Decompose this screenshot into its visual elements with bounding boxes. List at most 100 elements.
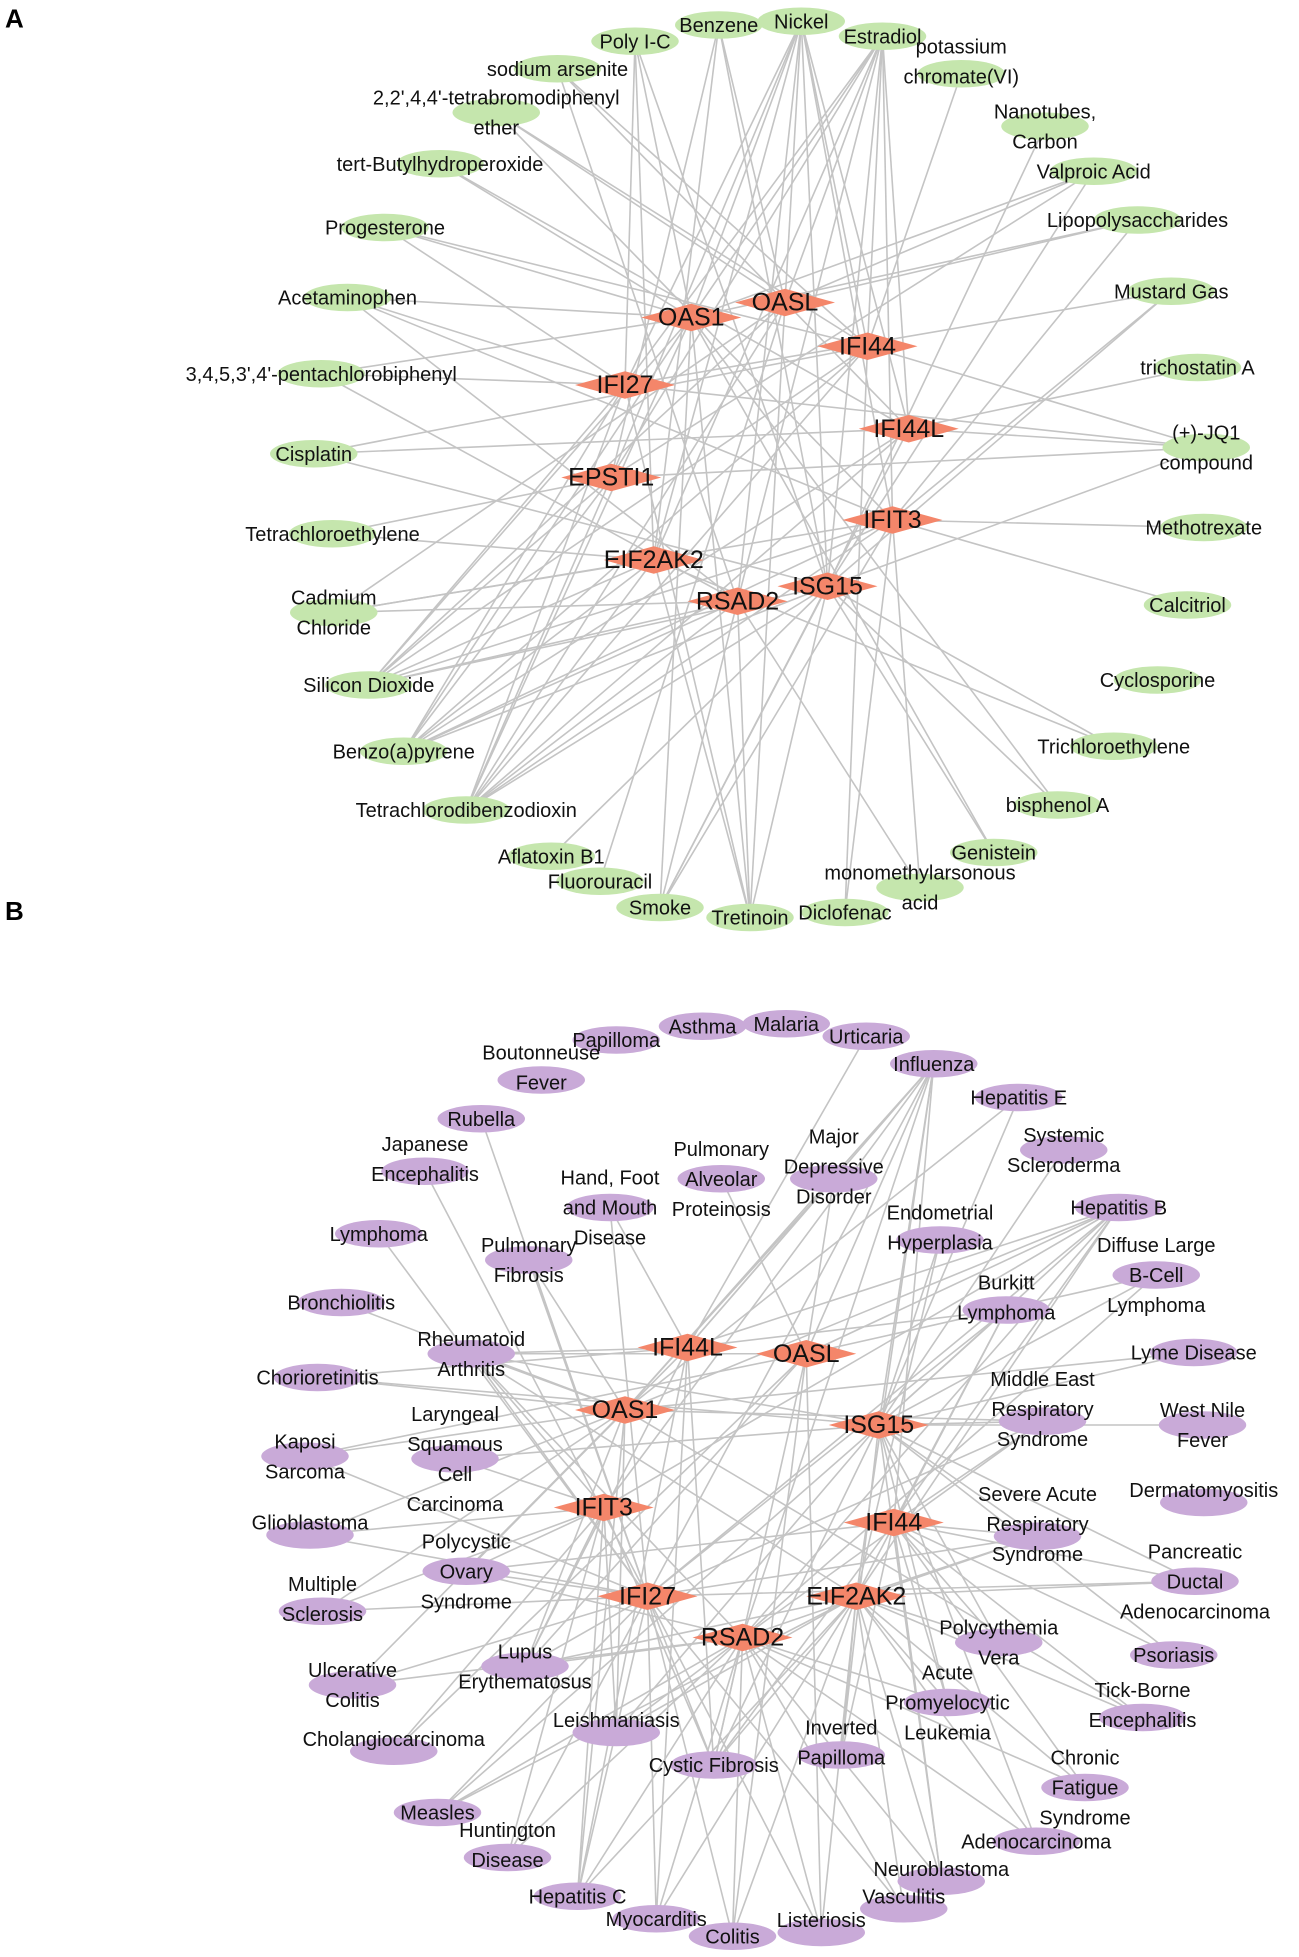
node-smoke[interactable]: Smoke — [616, 893, 704, 922]
node-psoriasis[interactable]: Psoriasis — [1130, 1641, 1218, 1669]
node-poly[interactable]: Poly I-C — [591, 27, 679, 56]
hub-oas1[interactable]: OAS1 — [641, 304, 742, 332]
node-rubella[interactable]: Rubella — [437, 1105, 526, 1133]
hub-oasl[interactable]: OASL — [735, 289, 835, 317]
node-aflatoxin[interactable]: Aflatoxin B1 — [498, 842, 605, 871]
node-tsa[interactable]: trichostatin A — [1140, 353, 1255, 382]
node-diclofenac[interactable]: Diclofenac — [798, 898, 892, 927]
node-nanotubes[interactable]: Nanotubes,Carbon — [994, 101, 1096, 153]
node-progesterone[interactable]: Progesterone — [325, 213, 445, 242]
hub-isg15[interactable]: ISG15 — [828, 1411, 929, 1439]
node-measles[interactable]: Measles — [393, 1798, 482, 1827]
node-tretinoin[interactable]: Tretinoin — [706, 903, 794, 932]
hub-ifi27[interactable]: IFI27 — [575, 371, 675, 399]
node-tce[interactable]: Trichloroethylene — [1037, 732, 1190, 761]
node-adenocarcinoma[interactable]: Adenocarcinoma — [961, 1827, 1112, 1856]
node-pcb[interactable]: 3,4,5,3',4'-pentachlorobiphenyl — [186, 360, 457, 388]
node-bronchiolitis[interactable]: Bronchiolitis — [287, 1288, 395, 1317]
node-mustard[interactable]: Mustard Gas — [1114, 277, 1228, 306]
node-tbhp[interactable]: tert-Butylhydroperoxide — [337, 150, 544, 178]
hub-ifi44l[interactable]: IFI44L — [637, 1334, 738, 1362]
hub-ifit3[interactable]: IFIT3 — [842, 506, 943, 534]
node-arsenite[interactable]: sodium arsenite — [487, 55, 628, 83]
node-estradiol[interactable]: Estradiol — [838, 22, 927, 51]
node-leish[interactable]: Leishmaniasis — [553, 1710, 680, 1747]
node-cisplatin[interactable]: Cisplatin — [270, 440, 358, 468]
hub-ifi27[interactable]: IFI27 — [597, 1582, 698, 1610]
node-cf[interactable]: Cystic Fibrosis — [649, 1751, 779, 1779]
node-neuroblastoma[interactable]: Neuroblastoma — [873, 1859, 1010, 1895]
node-benzene[interactable]: Benzene — [675, 11, 763, 39]
node-papilloma[interactable]: Papilloma — [572, 1026, 661, 1054]
node-listeriosis[interactable]: Listeriosis — [777, 1910, 866, 1947]
node-urticaria[interactable]: Urticaria — [822, 1022, 911, 1051]
node-lymphoma[interactable]: Lymphoma — [330, 1220, 429, 1248]
node-hepE[interactable]: Hepatitis E — [970, 1083, 1067, 1112]
node-lyme[interactable]: Lyme Disease — [1131, 1338, 1257, 1367]
node-influenza[interactable]: Influenza — [890, 1050, 978, 1078]
node-glioblastoma[interactable]: Glioblastoma — [252, 1513, 370, 1549]
node-benzopyrene[interactable]: Benzo(a)pyrene — [333, 737, 475, 766]
node-asthma[interactable]: Asthma — [658, 1012, 747, 1041]
node-silicon[interactable]: Silicon Dioxide — [303, 671, 434, 699]
node-colitis[interactable]: Colitis — [688, 1922, 777, 1951]
hub-oas1[interactable]: OAS1 — [575, 1396, 675, 1424]
node-genistein[interactable]: Genistein — [950, 838, 1038, 867]
hub-ifi44[interactable]: IFI44 — [843, 1509, 944, 1537]
node-myocarditis[interactable]: Myocarditis — [606, 1905, 707, 1933]
node-tcdd[interactable]: Tetrachlorodibenzodioxin — [356, 796, 577, 824]
node-cyclosporine[interactable]: Cyclosporine — [1100, 666, 1216, 694]
node-chorio[interactable]: Chorioretinitis — [256, 1363, 379, 1392]
hub-eif2ak2[interactable]: EIF2AK2 — [806, 1582, 906, 1610]
node-cholangio[interactable]: Cholangiocarcinoma — [303, 1729, 486, 1765]
node-hepB[interactable]: Hepatitis B — [1070, 1193, 1167, 1222]
hub-ifit3[interactable]: IFIT3 — [553, 1494, 654, 1522]
node-methotrexate[interactable]: Methotrexate — [1145, 513, 1262, 542]
hub-isg15[interactable]: ISG15 — [777, 572, 878, 600]
hub-ifi44[interactable]: IFI44 — [817, 332, 918, 360]
hub-rsad2[interactable]: RSAD2 — [692, 1624, 793, 1652]
node-malaria[interactable]: Malaria — [742, 1010, 831, 1038]
node-nickel[interactable]: Nickel — [757, 7, 846, 36]
hub-eif2ak2[interactable]: EIF2AK2 — [604, 546, 704, 574]
hub-epsti1[interactable]: EPSTI1 — [561, 464, 662, 492]
node-valproic[interactable]: Valproic Acid — [1037, 157, 1151, 186]
node-dermato[interactable]: Dermatomyositis — [1129, 1480, 1278, 1517]
node-tetrachloroethylene[interactable]: Tetrachloroethylene — [245, 520, 420, 548]
hub-ifi44l[interactable]: IFI44L — [858, 415, 959, 443]
hub-oasl[interactable]: OASL — [756, 1340, 857, 1368]
node-acetaminophen[interactable]: Acetaminophen — [278, 283, 417, 312]
